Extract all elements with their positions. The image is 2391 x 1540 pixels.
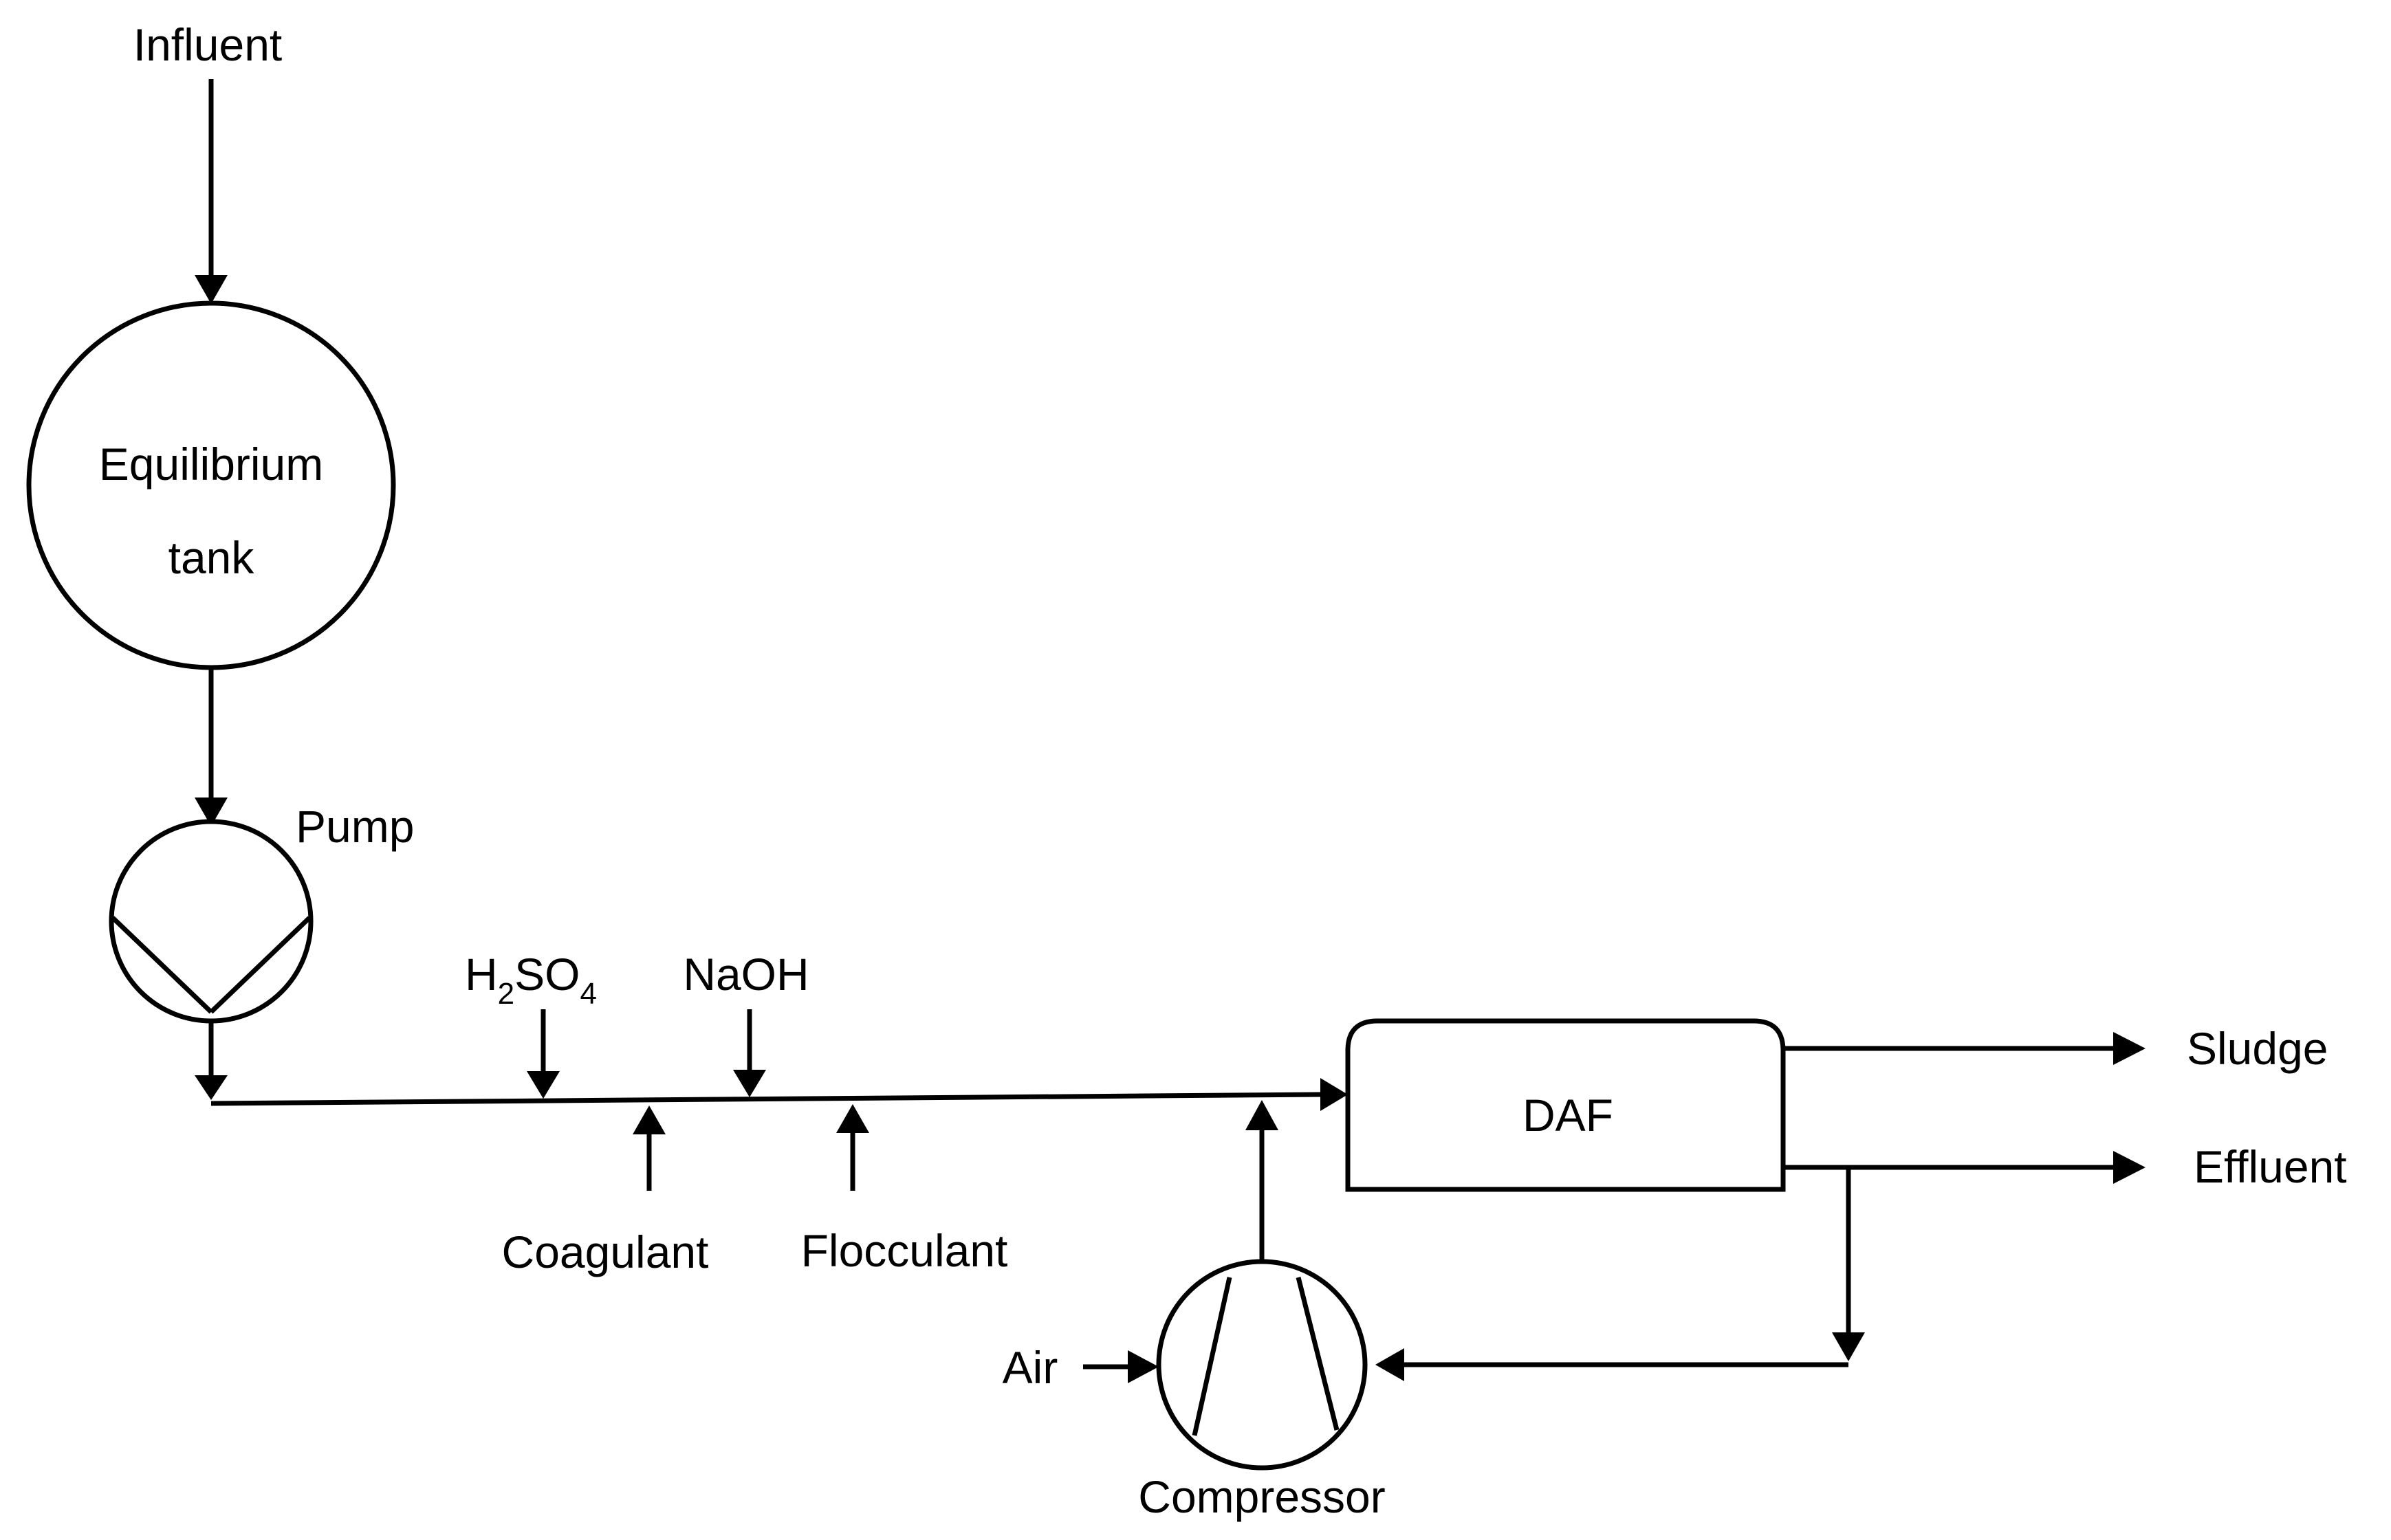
air-arrowhead	[1128, 1350, 1159, 1383]
naoh-label: NaOH	[683, 949, 809, 1000]
sludge-arrowhead	[2113, 1032, 2146, 1065]
flocculant-arrowhead	[836, 1104, 869, 1133]
influent-label: Influent	[133, 19, 283, 70]
compressor	[1156, 1259, 1368, 1471]
daf-label: DAF	[1522, 1090, 1613, 1141]
daf-inlet-arrowhead	[1320, 1078, 1348, 1111]
effluent-label: Effluent	[2194, 1141, 2347, 1192]
main-feed-line	[210, 1092, 1321, 1106]
h2so4-subscript-2: 2	[498, 977, 514, 1011]
pump-symbol-right	[209, 916, 312, 1014]
flocculant-label: Flocculant	[801, 1225, 1008, 1276]
h2so4-h: H	[465, 949, 498, 1000]
pump-symbol-left	[111, 916, 213, 1014]
recycle-return-arrowhead	[1375, 1348, 1404, 1381]
recycle-drop-arrowhead	[1832, 1332, 1865, 1361]
h2so4-so: SO	[514, 949, 580, 1000]
pump-label: Pump	[296, 801, 414, 852]
pump	[109, 819, 314, 1024]
coagulant-arrowhead	[633, 1106, 666, 1134]
tank-label-line1: Equilibrium	[99, 439, 323, 490]
effluent-arrowhead	[2113, 1151, 2146, 1184]
coagulant-label: Coagulant	[502, 1226, 709, 1277]
pump-inlet-arrowhead	[195, 798, 228, 826]
daf-unit	[1345, 1018, 1786, 1192]
air-label: Air	[1003, 1342, 1058, 1393]
compressor-blade-left	[1192, 1277, 1232, 1436]
influent-arrowhead	[195, 275, 228, 304]
tank-label-line2: tank	[168, 532, 255, 583]
compressor-label: Compressor	[1138, 1471, 1385, 1522]
compressor-outlet-arrowhead	[1245, 1100, 1278, 1130]
compressor-blade-right	[1296, 1277, 1340, 1431]
h2so4-arrowhead	[527, 1071, 560, 1099]
h2so4-label: H2SO4	[465, 949, 597, 1011]
pump-outlet-arrowhead	[195, 1075, 228, 1100]
sludge-label: Sludge	[2187, 1023, 2328, 1074]
equilibrium-tank	[26, 300, 396, 670]
naoh-arrowhead	[733, 1070, 766, 1097]
h2so4-subscript-4: 4	[580, 977, 597, 1011]
